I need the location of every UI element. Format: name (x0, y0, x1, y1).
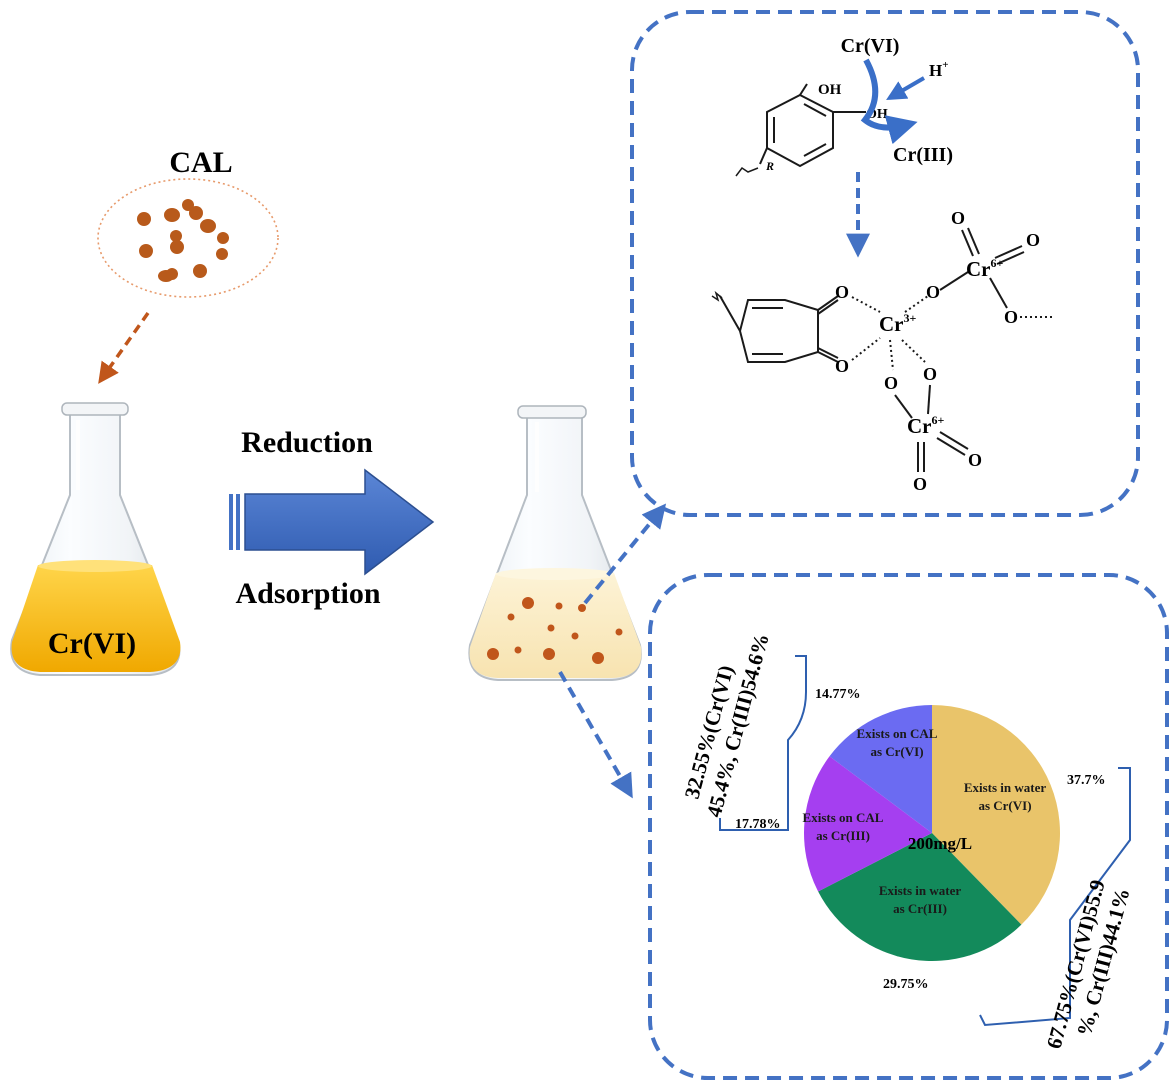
cr6-reactant-label: Cr(VI) (841, 35, 900, 57)
cr6-upper-sup: 6+ (991, 256, 1004, 270)
cal-particles (137, 199, 229, 282)
pie-slice (818, 833, 1022, 961)
cr3-center-sup: 3+ (904, 311, 917, 325)
pct-label: 29.75% (883, 977, 929, 992)
process-arrow (229, 468, 435, 576)
reduction-label: Reduction (241, 426, 373, 459)
pct-label: 14.77% (815, 687, 861, 702)
o-atom: O (1026, 230, 1040, 250)
flask-initial (10, 402, 181, 676)
cr6-lower-base: Cr (907, 414, 932, 438)
cal-label: CAL (169, 146, 232, 179)
pie-slice (804, 756, 932, 892)
o-atom: O (923, 364, 937, 384)
h-plus-base: H (929, 61, 942, 80)
pie-center-label: 200mg/L (908, 834, 972, 853)
o-atom: O (835, 282, 849, 302)
mechanism-panel (630, 10, 1140, 517)
adsorption-label: Adsorption (235, 577, 380, 610)
bracket-left-text: 32.55%(Cr(VI) 45.4%, Cr(III)54.6% (680, 631, 774, 820)
distribution-connector (558, 671, 633, 799)
catechol-structure (735, 83, 866, 177)
bracket-right-text: 67.75%(Cr(VI)55.9 %, Cr(III)44.1% (1042, 877, 1135, 1051)
pct-label: 37.7% (1067, 773, 1106, 788)
pct-label: 17.78% (735, 817, 781, 832)
h-plus-sup: + (942, 59, 948, 71)
cr3-product-label: Cr(III) (893, 144, 953, 166)
h-plus-label: H+ (929, 59, 949, 80)
cr6-upper-base: Cr (966, 257, 991, 281)
cr6-lower-sup: 6+ (932, 413, 945, 427)
cr6-lower-label: Cr6+ (907, 413, 945, 438)
o-atom: O (913, 474, 927, 494)
mechanism-connector (583, 503, 667, 605)
flask-initial-label: Cr(VI) (48, 627, 136, 660)
o-atom: O (951, 208, 965, 228)
quinone-complex (711, 227, 1052, 472)
flask-treated (468, 405, 642, 681)
o-atom: O (884, 373, 898, 393)
bracket-left (719, 655, 807, 831)
distribution-panel (648, 573, 1169, 1080)
cr3-center-base: Cr (879, 312, 904, 336)
o-atom: O (835, 356, 849, 376)
o-atom: O (926, 282, 940, 302)
pie-slice (932, 705, 1060, 925)
cal-particle-boundary (97, 178, 279, 298)
reduction-curved-arrow (860, 58, 918, 145)
r-group-label: R (765, 159, 774, 173)
pie-slice (829, 705, 932, 833)
cr3-center-label: Cr3+ (879, 311, 917, 336)
o-atom: O (968, 450, 982, 470)
cal-addition-arrow (98, 311, 150, 384)
proton-arrow (886, 76, 926, 101)
treated-particles (487, 597, 623, 664)
bracket-right (979, 767, 1131, 1027)
o-atom: O (1004, 307, 1018, 327)
cr6-upper-label: Cr6+ (966, 256, 1004, 281)
oh-label-1: OH (818, 82, 842, 98)
oxygen-atoms: O O O O O O O O (835, 208, 1040, 393)
